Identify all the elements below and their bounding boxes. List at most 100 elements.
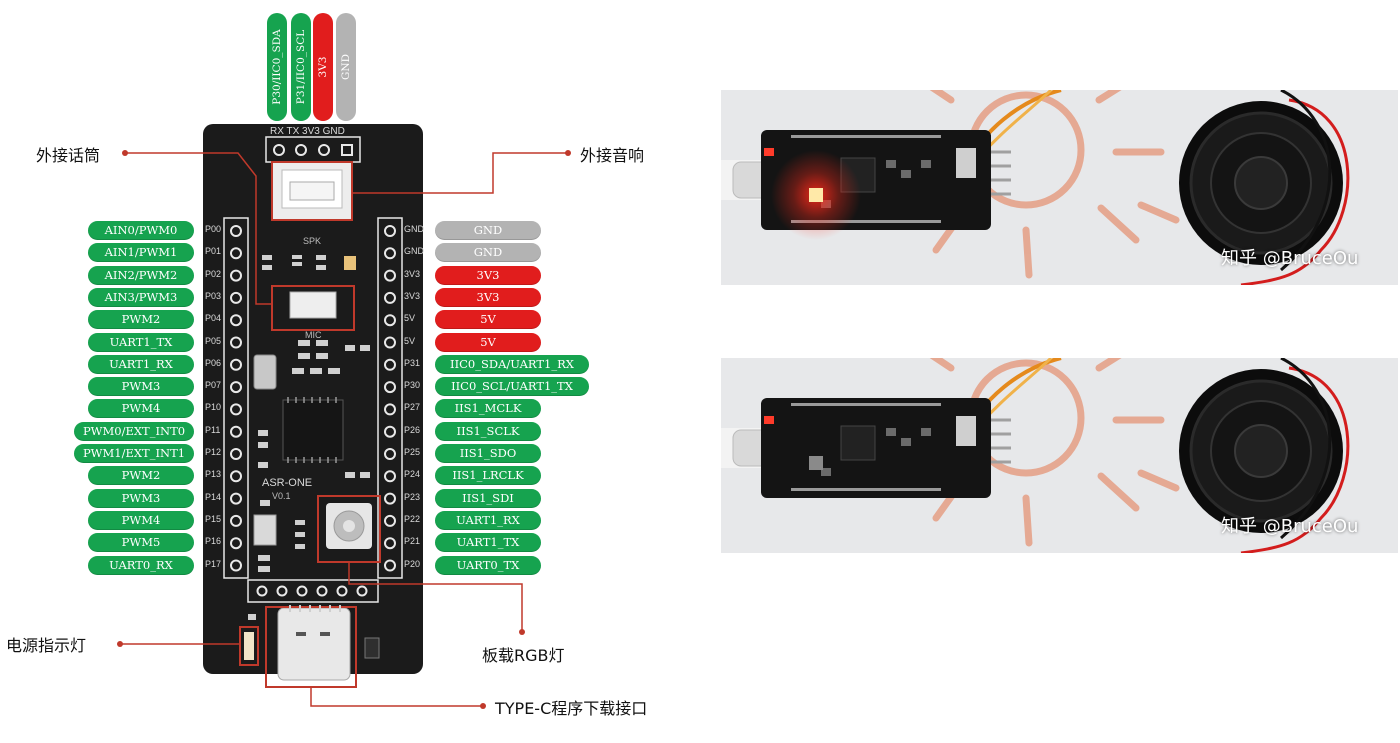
left-pin-label: PWM2 xyxy=(88,310,194,330)
left-pad-name: P00 xyxy=(205,224,222,234)
left-pad xyxy=(230,336,242,349)
left-pad-name: P13 xyxy=(205,469,222,480)
left-pad xyxy=(230,492,242,505)
left-pin-label: UART1_TX xyxy=(88,332,194,352)
left-pad-name: P02 xyxy=(205,268,222,279)
left-pin-label: PWM4 xyxy=(88,399,194,419)
callout-typec: TYPE-C程序下载接口 xyxy=(495,699,648,718)
callout-rgb-led: 板载RGB灯 xyxy=(482,646,565,665)
right-pad xyxy=(384,470,396,483)
left-pad xyxy=(230,269,242,282)
right-pad xyxy=(384,403,396,416)
right-pin-label: UART0_TX xyxy=(435,555,541,575)
left-pad xyxy=(230,448,242,460)
right-pin-label: IIS1_SDI xyxy=(435,488,541,508)
left-pin-label: AIN3/PWM3 xyxy=(88,287,194,307)
left-pad-name: P07 xyxy=(205,380,222,391)
left-pin-label: UART1_RX xyxy=(88,354,194,374)
left-pad-name: P15 xyxy=(205,513,222,524)
watermark: 知乎 @BruceOu xyxy=(1221,248,1359,269)
left-pin-label: PWM1/EXT_INT1 xyxy=(74,444,194,463)
left-pin-label: PWM4 xyxy=(88,510,194,530)
right-pin-label: GND xyxy=(435,221,541,240)
right-pad-name: P23 xyxy=(404,491,421,502)
right-pad-name: P25 xyxy=(404,447,421,457)
right-pad xyxy=(384,425,396,438)
right-pin-label: UART1_RX xyxy=(435,510,541,530)
left-pad xyxy=(230,537,242,550)
top-pin-label: GND xyxy=(336,13,356,121)
right-pin-label: IIC0_SDA/UART1_RX xyxy=(435,354,589,374)
right-pad xyxy=(384,492,396,505)
right-pin-label: 3V3 xyxy=(435,287,541,307)
right-pin-label: GND xyxy=(435,243,541,263)
board-photo: 知乎 @BruceOu xyxy=(721,90,1398,285)
top-pin-label: P31/IIC0_SCL xyxy=(291,13,311,121)
left-pad xyxy=(230,470,242,483)
right-pad-name: P20 xyxy=(404,558,421,569)
right-pad xyxy=(384,291,396,304)
right-pad xyxy=(384,514,396,527)
mic-silk: MIC xyxy=(305,330,322,340)
right-pin-label: IIC0_SCL/UART1_TX xyxy=(435,377,589,397)
right-pad xyxy=(384,559,396,572)
left-pad-name: P17 xyxy=(205,558,222,569)
left-pin-label: AIN2/PWM2 xyxy=(88,265,194,285)
board-photo: 知乎 @BruceOu xyxy=(721,358,1398,553)
right-pin-label: IIS1_SCLK xyxy=(435,421,541,441)
right-pad xyxy=(384,269,396,282)
left-pin-label: PWM0/EXT_INT0 xyxy=(74,421,194,441)
right-pad-name: 3V3 xyxy=(404,290,421,301)
left-pad-name: P01 xyxy=(205,246,222,257)
left-pin-label: PWM3 xyxy=(88,377,194,397)
left-pin-label: PWM5 xyxy=(88,533,194,553)
callout-mic: 外接话筒 xyxy=(36,146,101,165)
left-pad xyxy=(230,247,242,260)
left-pad-name: P12 xyxy=(205,447,222,457)
right-pad-name: P30 xyxy=(404,380,421,391)
right-pad-name: P26 xyxy=(404,424,421,435)
left-pad xyxy=(230,225,242,237)
right-pad-name: P24 xyxy=(404,469,421,480)
left-pad-name: P04 xyxy=(205,313,222,324)
left-pad-name: P10 xyxy=(205,402,222,413)
right-pad-name: 5V xyxy=(404,335,416,346)
left-pin-label: AIN0/PWM0 xyxy=(88,221,194,240)
left-pad-name: P06 xyxy=(205,357,222,368)
watermark: 知乎 @BruceOu xyxy=(1221,516,1359,537)
left-pad xyxy=(230,514,242,527)
left-pad xyxy=(230,291,242,304)
right-pad xyxy=(384,448,396,460)
right-pin-label: IIS1_LRCLK xyxy=(435,466,541,486)
right-pad-name: 5V xyxy=(404,313,416,324)
top-pin-label: P30/IIC0_SDA xyxy=(267,13,287,121)
right-pad-name: P27 xyxy=(404,402,421,413)
right-pad xyxy=(384,336,396,349)
right-pad xyxy=(384,314,396,327)
left-pad-name: P14 xyxy=(205,491,222,502)
left-pad-name: P03 xyxy=(205,290,222,301)
left-pad xyxy=(230,381,242,394)
callout-power-led: 电源指示灯 xyxy=(6,636,87,655)
pcb-board xyxy=(117,124,571,709)
spk-silk: SPK xyxy=(303,236,322,246)
left-pad-name: P16 xyxy=(205,536,222,547)
right-pin-label: IIS1_MCLK xyxy=(435,399,541,419)
left-pad-name: P05 xyxy=(205,335,222,346)
version-silk: V0.1 xyxy=(272,491,291,501)
right-pad-name: P21 xyxy=(404,536,421,547)
left-pad xyxy=(230,358,242,371)
board-photo-image xyxy=(721,90,1398,285)
top-pin-label: 3V3 xyxy=(313,13,333,121)
right-pad xyxy=(384,225,396,237)
right-pad xyxy=(384,537,396,550)
right-pad xyxy=(384,247,396,260)
left-pin-label: PWM3 xyxy=(88,488,194,508)
left-pin-label: UART0_RX xyxy=(88,555,194,575)
right-pad-name: P31 xyxy=(404,357,421,368)
left-pad xyxy=(230,403,242,416)
left-pad xyxy=(230,314,242,327)
left-pad xyxy=(230,559,242,572)
left-pad-name: P11 xyxy=(205,424,221,435)
